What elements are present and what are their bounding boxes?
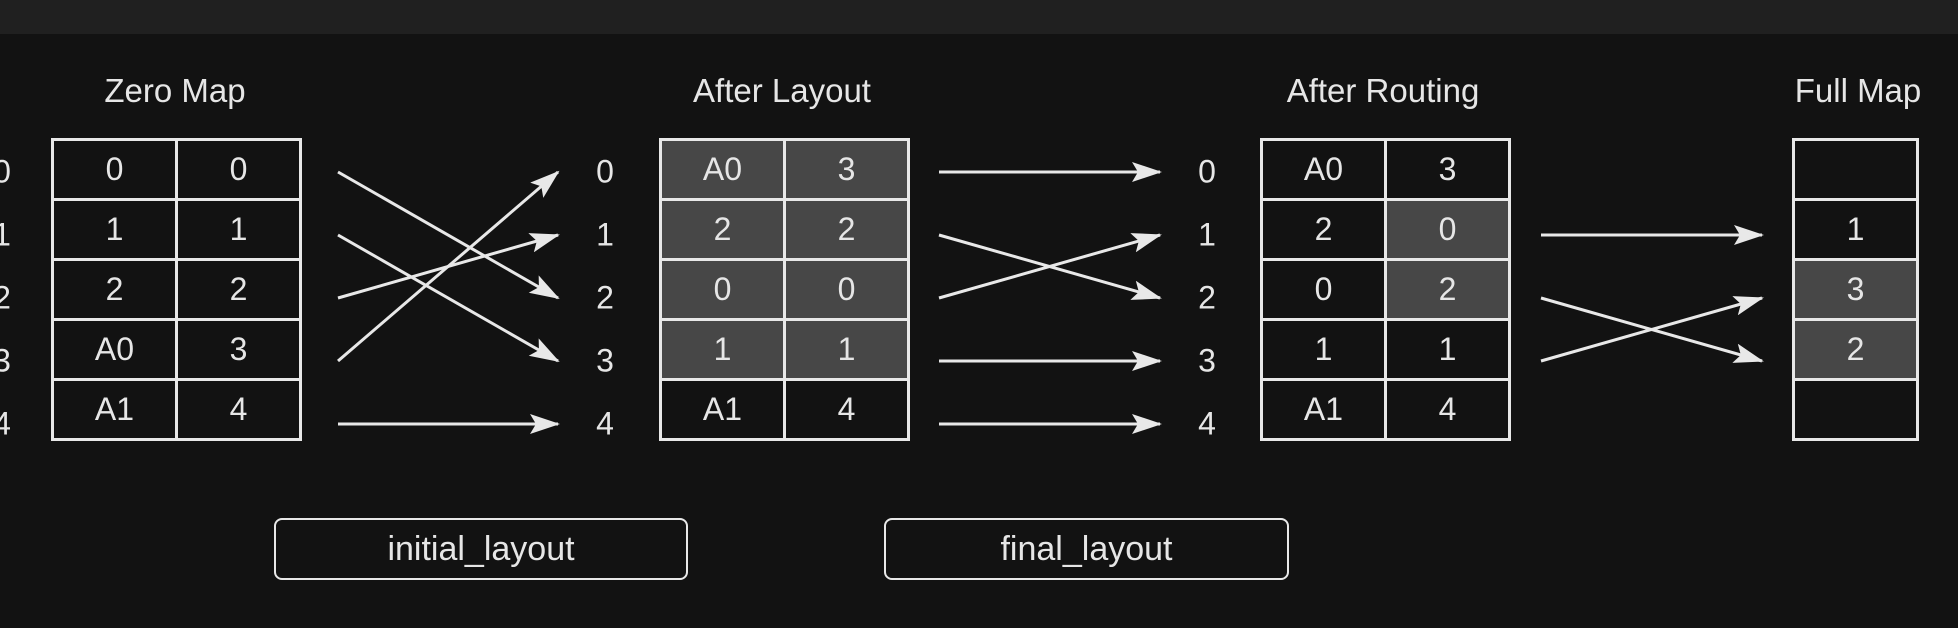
row-index-label: 3 [0, 342, 11, 379]
table-cell: 2 [783, 198, 910, 261]
table-row [1792, 378, 1919, 441]
table-cell: 3 [783, 138, 910, 201]
table-cell: 1 [659, 318, 786, 381]
table-row: 3 [1792, 258, 1919, 321]
table-cell: 4 [1384, 378, 1511, 441]
table-row [1792, 138, 1919, 201]
table-cell: 0 [175, 138, 302, 201]
table-cell: 1 [1792, 198, 1919, 261]
table-cell: 1 [783, 318, 910, 381]
initial-layout-button[interactable]: initial_layout [274, 518, 688, 580]
table-cell: 0 [659, 258, 786, 321]
table-cell: 2 [659, 198, 786, 261]
table-cell: 4 [175, 378, 302, 441]
row-index-label: 1 [0, 216, 11, 253]
table-cell: 2 [1792, 318, 1919, 381]
row-index-label: 2 [0, 279, 11, 316]
top-bar [0, 0, 1958, 34]
table-cell: A0 [1260, 138, 1387, 201]
final-layout-button[interactable]: final_layout [884, 518, 1289, 580]
mapping-arrow [337, 170, 560, 363]
mapping-arrow [337, 233, 560, 363]
row-index-label: 4 [1198, 405, 1216, 442]
mapping-arrow [337, 170, 560, 300]
row-index-label: 0 [0, 153, 11, 190]
row-index-label: 3 [596, 342, 614, 379]
table-cell: A1 [51, 378, 178, 441]
table-cell: 3 [175, 318, 302, 381]
table-cell: 0 [51, 138, 178, 201]
title-zero-map: Zero Map [104, 72, 246, 109]
title-after-layout: After Layout [693, 72, 871, 109]
table-cell: 0 [1384, 198, 1511, 261]
table-cell: 3 [1384, 138, 1511, 201]
row-index-label: 1 [596, 216, 614, 253]
table-cell: 2 [1384, 258, 1511, 321]
row-index-label: 2 [1198, 279, 1216, 316]
table-cell: 1 [51, 198, 178, 261]
title-full-map: Full Map [1794, 72, 1922, 109]
table-cell: 2 [51, 258, 178, 321]
mapping-arrow [337, 233, 560, 300]
table-cell: 1 [175, 198, 302, 261]
row-index-label: 0 [1198, 153, 1216, 190]
table-cell [1792, 378, 1919, 441]
table-cell [1792, 138, 1919, 201]
table-cell: 1 [1384, 318, 1511, 381]
row-index-label: 2 [596, 279, 614, 316]
table-cell: 2 [1260, 198, 1387, 261]
table-row: 1 [1792, 198, 1919, 261]
table-cell: A0 [51, 318, 178, 381]
row-index-label: 4 [0, 405, 11, 442]
row-index-label: 0 [596, 153, 614, 190]
table-row: 2 [1792, 318, 1919, 381]
table-cell: 2 [175, 258, 302, 321]
table-cell: 0 [1260, 258, 1387, 321]
mapping-arrow [1540, 296, 1764, 363]
table-cell: A1 [659, 378, 786, 441]
table-cell: 1 [1260, 318, 1387, 381]
table-cell: 0 [783, 258, 910, 321]
title-after-routing: After Routing [1286, 72, 1480, 109]
mapping-arrow [938, 233, 1162, 300]
table-cell: A1 [1260, 378, 1387, 441]
row-index-label: 3 [1198, 342, 1216, 379]
mapping-arrow [1540, 296, 1764, 363]
table-cell: 3 [1792, 258, 1919, 321]
row-index-label: 1 [1198, 216, 1216, 253]
row-index-label: 4 [596, 405, 614, 442]
mapping-arrow [938, 233, 1162, 300]
table-cell: A0 [659, 138, 786, 201]
table-cell: 4 [783, 378, 910, 441]
